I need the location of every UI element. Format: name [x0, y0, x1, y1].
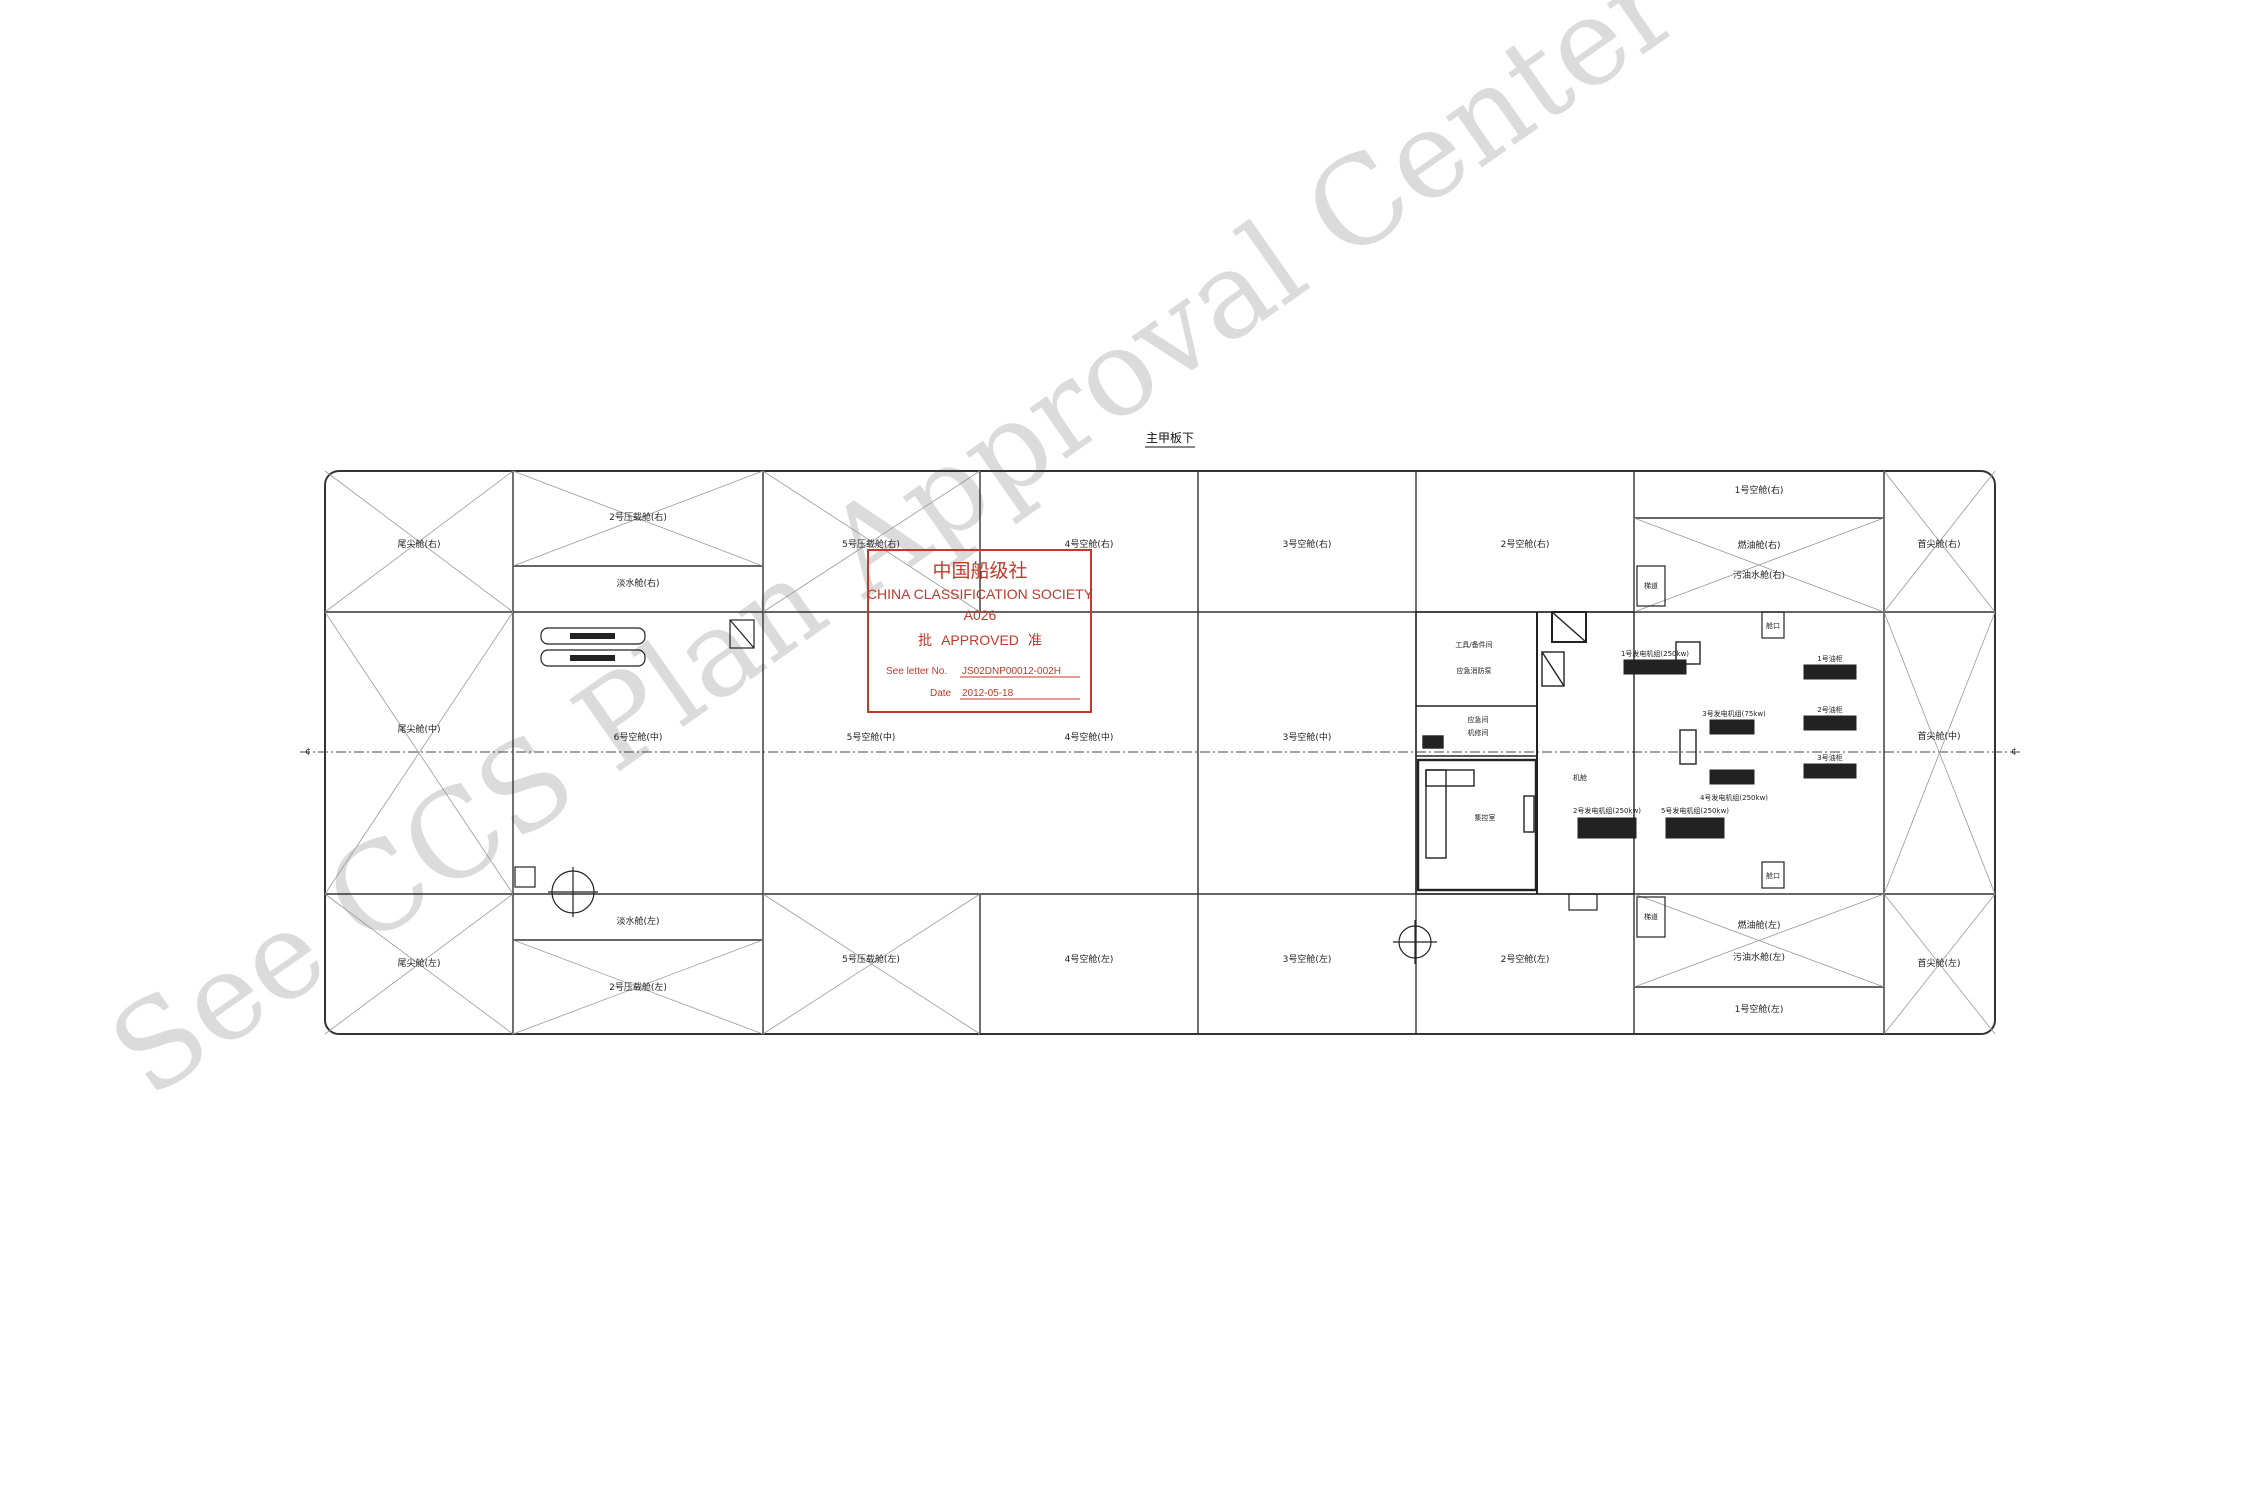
label-c2-lower: 2号压载舱(左): [609, 981, 667, 993]
gen4-label: 4号发电机组(250kw): [1700, 793, 1768, 802]
gen5-label: 5号发电机组(250kw): [1661, 806, 1729, 815]
label-c3-mid: 3号空舱(中): [1283, 731, 1332, 743]
gen3-label: 3号发电机组(75kw): [1702, 709, 1766, 718]
label-c3-lower: 3号空舱(左): [1283, 953, 1332, 965]
stamp-see-label: See letter No.: [886, 666, 947, 677]
label-c2v-upper: 2号空舱(右): [1501, 538, 1550, 550]
longitudinal-bulkheads: [325, 611, 1995, 895]
label-fuel-upper: 燃油舱(右): [1737, 539, 1780, 551]
tank-l-label: 1号油柜: [1817, 654, 1842, 663]
label-store-sub: 应急消防泵: [1457, 666, 1492, 675]
approval-stamp: 中国船级社 CHINA CLASSIFICATION SOCIETY A026 …: [867, 549, 1094, 713]
tank-r-label: 3号油柜: [1817, 753, 1842, 762]
label-dw-lower: 污油水舱(左): [1733, 951, 1785, 963]
stamp-approved-zh-left: 批: [918, 632, 932, 648]
label-emerg: 应急间: [1468, 715, 1489, 724]
label-c4-mid: 4号空舱(中): [1065, 731, 1114, 743]
small-a-label: 舱口: [1766, 621, 1780, 630]
gen2-label: 2号发电机组(250kw): [1573, 806, 1641, 815]
label-c5-upper: 5号压载舱(右): [842, 538, 900, 550]
stamp-date-label: Date: [930, 688, 952, 699]
engine-room: [1415, 611, 1701, 895]
stamp-code: A026: [964, 607, 997, 623]
label-store: 工具/备件间: [1455, 640, 1492, 649]
label-emerg-sub: 机修间: [1468, 728, 1489, 737]
drawing-title: 主甲板下: [1146, 431, 1194, 445]
void-crosses: [324, 470, 1996, 1035]
label-aft-peak-mid: 尾尖舱(中): [397, 723, 440, 735]
label-c4-lower: 4号空舱(左): [1065, 953, 1114, 965]
label-dw-upper: 污油水舱(右): [1733, 569, 1785, 581]
label-fuel-lower: 燃油舱(左): [1737, 919, 1780, 931]
label-c1-lower: 1号空舱(左): [1735, 1003, 1784, 1015]
label-control: 集控室: [1475, 813, 1496, 822]
label-fore-lower: 首尖舱(左): [1917, 957, 1960, 969]
label-c2-upper: 2号压载舱(右): [609, 511, 667, 523]
stamp-approved-zh-right: 准: [1028, 632, 1042, 648]
stamp-zh: 中国船级社: [932, 560, 1027, 582]
label-c3-upper: 3号空舱(右): [1283, 538, 1332, 550]
gen1-label: 1号发电机组(250kw): [1621, 649, 1689, 658]
stamp-see-value: JS02DNP00012-002H: [962, 666, 1061, 677]
stamp-date-value: 2012-05-18: [962, 688, 1014, 699]
label-c2v-lower: 2号空舱(左): [1501, 953, 1550, 965]
stamp-en: CHINA CLASSIFICATION SOCIETY: [867, 586, 1094, 602]
label-c5-mid: 5号空舱(中): [847, 731, 896, 743]
label-c6-mid: 6号空舱(中): [614, 731, 663, 743]
aft-equipment: [514, 619, 1437, 964]
hatch-a-label: 梯道: [1644, 581, 1658, 590]
hatches: [1568, 565, 1785, 938]
label-c5-lower: 5号压载舱(左): [842, 953, 900, 965]
stamp-approved-en: APPROVED: [941, 632, 1019, 648]
label-void-upper: 淡水舱(右): [616, 577, 659, 589]
tank-m-label: 2号油柜: [1817, 705, 1842, 714]
label-aft-peak-lower: 尾尖舱(左): [397, 957, 440, 969]
label-aft-peak-upper: 尾尖舱(右): [397, 538, 440, 550]
label-c1-upper: 1号空舱(右): [1735, 484, 1784, 496]
label-fore-upper: 首尖舱(右): [1917, 538, 1960, 550]
label-void-lower: 淡水舱(左): [616, 915, 659, 927]
centre-mark-left: ¢: [305, 747, 311, 757]
label-engine-room: 机舱: [1573, 773, 1587, 782]
hatch-b-label: 梯道: [1644, 912, 1658, 921]
centre-mark-right: ¢: [2011, 747, 2017, 757]
machinery: [1577, 659, 1857, 839]
label-c4-upper: 4号空舱(右): [1065, 538, 1114, 550]
compartment-labels: 尾尖舱(右) 尾尖舱(中) 尾尖舱(左) 2号压载舱(右) 淡水舱(右) 淡水舱…: [397, 484, 1960, 1015]
label-fore-mid: 首尖舱(中): [1917, 730, 1960, 742]
small-b-label: 舱口: [1766, 871, 1780, 880]
